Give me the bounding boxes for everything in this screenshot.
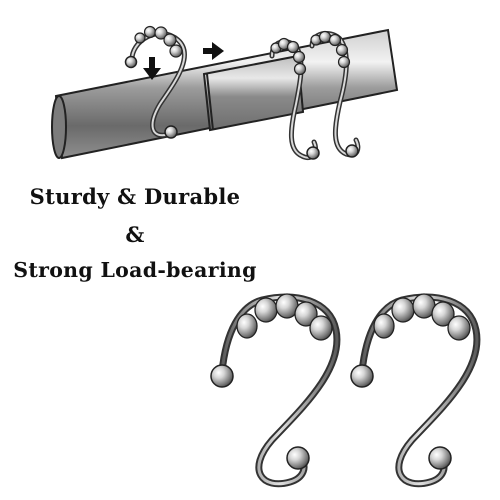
rod-diagram [51,25,399,160]
hook-installing [124,25,187,139]
hook-on-rod-2 [309,30,361,158]
caption-sturdy-durable: Sturdy & Durable [29,184,241,209]
hook-on-rod-1 [269,37,320,160]
arrow-right-icon [203,42,224,60]
arrow-down-icon [143,57,161,80]
large-hook-left [210,293,341,488]
caption-ampersand: & [125,222,145,247]
caption-strong-load-bearing: Strong Load-bearing [13,258,257,282]
large-hooks [210,293,481,488]
large-hook-right [350,293,481,488]
